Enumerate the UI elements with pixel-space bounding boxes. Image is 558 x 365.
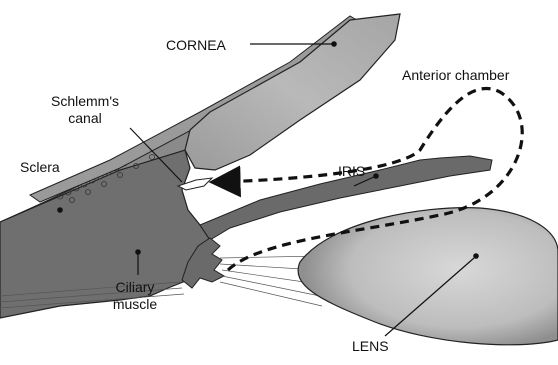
label-lens: LENS [352,338,389,354]
label-schlemms-canal-line2: canal [68,110,101,126]
label-schlemms-canal-line1: Schlemm's [51,93,119,109]
label-ciliary-muscle-line1: Ciliary [116,279,155,295]
label-sclera: Sclera [20,159,60,175]
label-cornea: CORNEA [166,37,227,53]
label-ciliary-muscle-line2: muscle [113,296,158,312]
label-iris: IRIS [338,163,365,179]
lens-shape [298,208,558,345]
label-anterior-chamber: Anterior chamber [402,67,510,83]
